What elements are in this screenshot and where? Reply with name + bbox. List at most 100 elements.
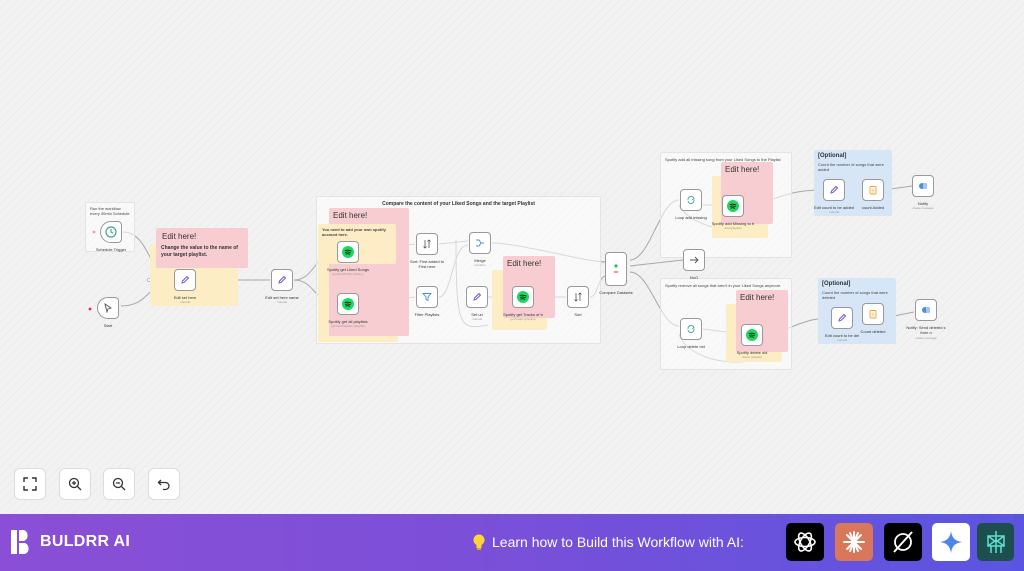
schedule-note-text: Run the workflow every 30min Schedule [90,206,130,216]
node-label: Loop add missing [675,215,707,220]
noop-node[interactable]: NoO [683,249,705,280]
cta-text: Learn how to Build this Workflow with AI… [492,534,744,550]
spotify-icon [727,200,739,212]
node-label: Spotify delete old [736,350,768,355]
node-sublabel: combine [474,263,486,267]
pencil-icon [277,275,287,285]
node-sublabel: delete (playlist) [741,355,763,359]
zoom-in-button[interactable] [59,468,91,500]
node-label: Loop delete old [677,344,705,349]
node-label: Count deleted [860,329,886,334]
gemini-icon [938,529,964,555]
notify-2-node[interactable]: Notify: Send deleted s from n create mes… [906,299,946,340]
compare-group-title: Compare the content of your Liked Songs … [382,201,535,207]
set-uri-node[interactable]: Set uri manual [466,286,488,321]
claude-button[interactable] [835,523,873,561]
node-label: Spotify get Tracks of tr [503,312,543,317]
spotify-delete-old-node[interactable]: Spotify delete old delete (playlist) [737,324,767,359]
start-node[interactable]: Start [97,297,119,328]
sort-node[interactable]: Sort [567,286,589,317]
undo-button[interactable] [148,468,180,500]
filter-playlists-node[interactable]: Filter Playlists [415,286,439,317]
chatgpt-button[interactable] [786,523,824,561]
remove-group-text: Spotify remove all songs that aren't in … [665,283,782,288]
footer-bar: BULDRR AI Learn how to Build this Workfl… [0,514,1024,571]
chatgpt-icon [792,529,818,555]
gemini-button[interactable] [932,523,970,561]
clock-icon [105,226,117,238]
claude-icon [841,529,867,555]
brand-name: BULDRR AI [40,533,131,550]
brand[interactable]: BULDRR AI [9,529,130,555]
node-label: Sort [574,312,582,317]
compare-icon [611,263,621,275]
count-added-node[interactable]: count Added [862,179,884,210]
sort-first-added-node[interactable]: Sort: First added to First here [410,233,444,269]
sort-icon [573,292,583,302]
clipboard-icon [868,185,878,195]
edit-note-1[interactable]: Edit here! Change the value to the name … [156,228,248,268]
spotify-get-tracks-node[interactable]: Spotify get Tracks of tr getTracks (play… [503,286,543,321]
loop-delete-node[interactable]: Loop delete old [677,318,705,349]
node-label: Schedule Trigger [95,247,127,252]
node-label: Edit count to be added [813,205,855,210]
notify-icon [921,305,931,315]
merge-node[interactable]: Merge combine [469,232,491,267]
grok-button[interactable] [884,523,922,561]
loop-icon [686,324,696,334]
node-label: Merge [474,258,486,263]
edit-note-1-title: Edit here! [162,232,197,241]
node-label: Spotify get Liked Songs [326,267,370,272]
edit-note-2-text: You need to add your own spotify account… [322,227,386,237]
node-label: Sort: First added to First here [409,259,444,269]
edit-note-1-text: Change the value to the name of your tar… [161,245,238,258]
spotify-playlists-node[interactable]: Spotify get all playlists get:userPlayli… [328,293,368,328]
edit-set-node[interactable]: Edit set here manual [174,269,196,304]
node-label: Set uri [471,312,483,317]
loop-add-missing-node[interactable]: Loop add missing [675,189,707,220]
count-deleted-node[interactable]: Count deleted [861,303,885,334]
node-label: Filter Playlists [414,312,440,317]
undo-icon [157,477,171,491]
node-label: Edit set here name [265,295,299,300]
merge-icon [475,238,485,248]
filter-icon [422,292,432,302]
schedule-trigger-node[interactable]: Schedule Trigger [96,221,126,252]
edit-count-added-node[interactable]: Edit count to be added manual [814,179,854,214]
notify-icon [918,181,928,191]
node-label: Spotify get all playlists [328,319,368,324]
sort-icon [422,239,432,249]
pencil-icon [829,185,839,195]
add-missing-group-text: Spotify add all missing song from your L… [665,157,781,162]
node-label: Notify: Send deleted s from n [906,325,946,335]
spotify-liked-songs-node[interactable]: Spotify get Liked Songs get:likedTracks … [327,241,369,276]
node-sublabel: create message [915,336,937,340]
node-label: Edit count to be del [824,333,860,338]
perplexity-button[interactable] [977,523,1014,561]
spotify-icon [746,329,758,341]
edit-note-5-title: Edit here! [740,293,775,302]
node-label: Compare Datasets [599,290,633,295]
pencil-icon [472,292,482,302]
fit-view-button[interactable] [14,468,46,500]
workflow-canvas[interactable]: Run the workflow every 30min Schedule Co… [0,0,1024,514]
node-sublabel: get:likedTracks (library) [332,272,364,276]
arrow-right-icon [689,255,699,265]
node-sublabel: manual [180,300,190,304]
notify-1-node[interactable]: Notify create message [912,175,934,210]
node-label: Notify [917,201,929,206]
compare-datasets-node[interactable]: Compare Datasets [599,252,633,295]
zoom-in-icon [68,477,82,491]
node-sublabel: create message [912,206,934,210]
grok-icon [890,529,916,555]
edit-count-deleted-node[interactable]: Edit count to be del manual [825,307,859,342]
pencil-icon [837,313,847,323]
edit-set-name-node[interactable]: Edit set here name manual [265,269,299,304]
zoom-out-button[interactable] [103,468,135,500]
node-sublabel: manual [277,300,287,304]
perplexity-icon [983,529,1009,555]
spotify-add-missing-node[interactable]: Spotify add Missing to tr add (playlist) [712,195,754,230]
cta: Learn how to Build this Workflow with AI… [472,533,744,551]
fit-view-icon [23,477,37,491]
buldrr-logo-icon [9,529,33,555]
